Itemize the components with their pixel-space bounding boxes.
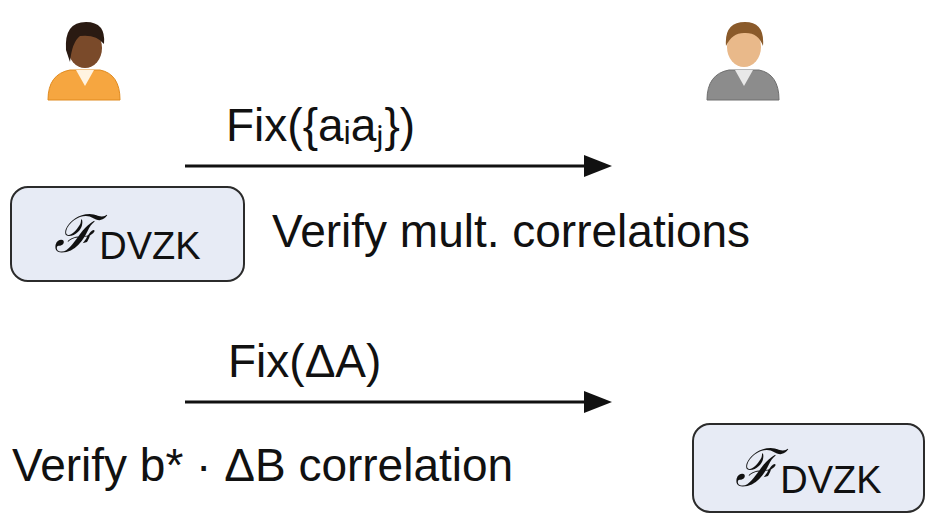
party-right-icon (707, 22, 779, 100)
message-label: Fix(ΔA) (228, 336, 381, 387)
message-arrow (185, 155, 612, 177)
step-note: Verify mult. correlations (272, 206, 750, 257)
message-label: Fix({aᵢaⱼ}) (226, 100, 415, 151)
functionality-subscript: DVZK (780, 461, 881, 499)
functionality-box: ℱDVZK (692, 423, 925, 513)
functionality-subscript: DVZK (99, 227, 200, 265)
functionality-box: ℱDVZK (10, 186, 245, 282)
party-left-icon (48, 22, 120, 100)
step-note: Verify b* · ΔB correlation (12, 440, 513, 491)
functionality-symbol: ℱ (54, 208, 97, 260)
functionality-symbol: ℱ (735, 442, 778, 494)
message-arrow (185, 391, 612, 413)
